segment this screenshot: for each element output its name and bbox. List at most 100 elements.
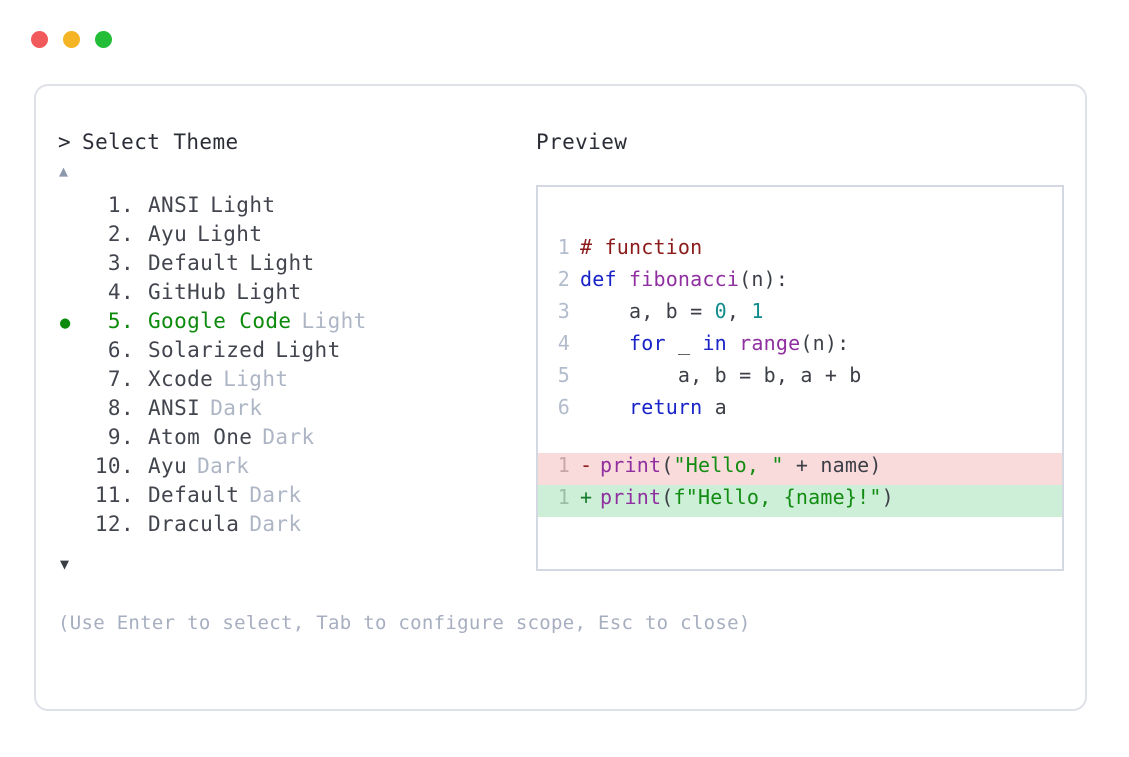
- maximize-window-button[interactable]: [95, 31, 112, 48]
- diff-line-del: 1-print("Hello, " + name): [538, 453, 1062, 485]
- code-line-number: 2: [557, 267, 570, 291]
- theme-item-index: 8.: [107, 396, 134, 420]
- code-line-text: print("Hello, " + name): [600, 453, 882, 477]
- theme-item-index: 11.: [94, 483, 134, 507]
- theme-list-item[interactable]: 9. Atom One Dark: [58, 425, 528, 454]
- theme-item-variant: Light: [249, 251, 315, 275]
- theme-list-item[interactable]: ● 5. Google Code Light: [58, 309, 528, 338]
- selected-bullet-icon: ●: [60, 313, 71, 333]
- code-token-plain: ,: [726, 299, 752, 323]
- code-token-plain: a, b =: [580, 299, 715, 323]
- theme-item-index: 12.: [94, 512, 134, 536]
- theme-item-index: 3.: [107, 251, 134, 275]
- theme-item-name: Dracula: [148, 512, 240, 536]
- prompt-row: > Select Theme: [58, 130, 528, 156]
- code-token-plain: (n):: [800, 331, 850, 355]
- theme-list-item[interactable]: 6. Solarized Light: [58, 338, 528, 367]
- theme-item-name: Default: [148, 483, 240, 507]
- theme-item-variant: Light: [236, 280, 302, 304]
- theme-item-name: GitHub: [148, 280, 227, 304]
- minimize-window-button[interactable]: [63, 31, 80, 48]
- code-line: 2 def fibonacci(n):: [538, 267, 1062, 299]
- theme-item-name: Atom One: [148, 425, 253, 449]
- theme-item-variant: Dark: [197, 454, 250, 478]
- code-token-plain: _: [665, 331, 703, 355]
- code-token-plain: (n):: [739, 267, 789, 291]
- code-token-keyword: def: [580, 267, 629, 291]
- theme-item-variant: Light: [275, 338, 341, 362]
- theme-list-item[interactable]: 11. Default Dark: [58, 483, 528, 512]
- code-line-number: 4: [557, 331, 570, 355]
- code-token-plain: + name): [783, 453, 882, 477]
- code-line: 3 a, b = 0, 1: [538, 299, 1062, 331]
- theme-item-index: 10.: [94, 454, 134, 478]
- theme-item-name: Solarized: [148, 338, 266, 362]
- code-token-number: 0: [714, 299, 727, 323]
- theme-item-name: ANSI: [148, 193, 201, 217]
- theme-list-item[interactable]: 1. ANSI Light: [58, 193, 528, 222]
- theme-item-name: Xcode: [148, 367, 214, 391]
- theme-item-index: 7.: [107, 367, 134, 391]
- code-line-number: 1: [557, 453, 570, 477]
- code-token-function: range: [739, 331, 801, 355]
- code-line: 4 for _ in range(n):: [538, 331, 1062, 363]
- code-token-number: 1: [751, 299, 764, 323]
- page-title: Select Theme: [82, 130, 239, 154]
- theme-list-item[interactable]: 12. Dracula Dark: [58, 512, 528, 541]
- diff-marker: +: [580, 485, 593, 509]
- code-token-plain: [727, 331, 739, 355]
- theme-item-name: Ayu: [148, 222, 188, 246]
- theme-item-variant: Light: [301, 309, 367, 333]
- theme-item-name: Google Code: [148, 309, 292, 333]
- theme-item-index: 1.: [107, 193, 134, 217]
- code-token-keyword: return: [628, 395, 703, 419]
- theme-item-index: 5.: [107, 309, 134, 333]
- diff-line-add: 1 + print(f"Hello, {name}!"): [538, 485, 1062, 517]
- code-token-plain: a: [702, 395, 727, 419]
- theme-item-variant: Light: [223, 367, 289, 391]
- code-token-plain: [580, 331, 629, 355]
- code-token-function: print: [600, 485, 662, 509]
- theme-item-index: 2.: [107, 222, 134, 246]
- diff-marker: -: [580, 453, 593, 477]
- code-line: 5 a, b = b, a + b: [538, 363, 1062, 395]
- scroll-up-arrow-icon[interactable]: ▲: [59, 162, 69, 180]
- code-line-number: 1: [557, 485, 570, 509]
- close-window-button[interactable]: [31, 31, 48, 48]
- code-token-plain: (: [661, 453, 674, 477]
- theme-item-variant: Dark: [210, 396, 263, 420]
- scroll-down-arrow-icon[interactable]: ▼: [60, 555, 70, 573]
- theme-item-variant: Dark: [249, 483, 302, 507]
- diff-block: 1-print("Hello, " + name)1+print(f"Hello…: [538, 453, 1062, 517]
- code-token-plain: (: [661, 485, 674, 509]
- code-line-text: a, b = b, a + b: [580, 363, 862, 387]
- code-token-comment: # function: [580, 235, 703, 259]
- window-traffic-lights: [31, 31, 112, 48]
- theme-item-variant: Light: [210, 193, 276, 217]
- code-line-text: print(f"Hello, {name}!"): [600, 485, 894, 509]
- code-token-plain: [580, 395, 629, 419]
- code-token-plain: ): [881, 485, 894, 509]
- code-line: 1# function: [538, 235, 1062, 267]
- code-token-keyword: for: [628, 331, 666, 355]
- code-line-number: 5: [557, 363, 570, 387]
- theme-list-item[interactable]: 7. Xcode Light: [58, 367, 528, 396]
- code-line: 6 return a: [538, 395, 1062, 427]
- code-line-text: for _ in range(n):: [580, 331, 849, 355]
- code-token-function: fibonacci: [628, 267, 740, 291]
- theme-item-index: 9.: [107, 425, 134, 449]
- theme-item-variant: Dark: [262, 425, 315, 449]
- theme-item-variant: Dark: [249, 512, 302, 536]
- code-token-function: print: [600, 453, 662, 477]
- theme-item-index: 6.: [107, 338, 134, 362]
